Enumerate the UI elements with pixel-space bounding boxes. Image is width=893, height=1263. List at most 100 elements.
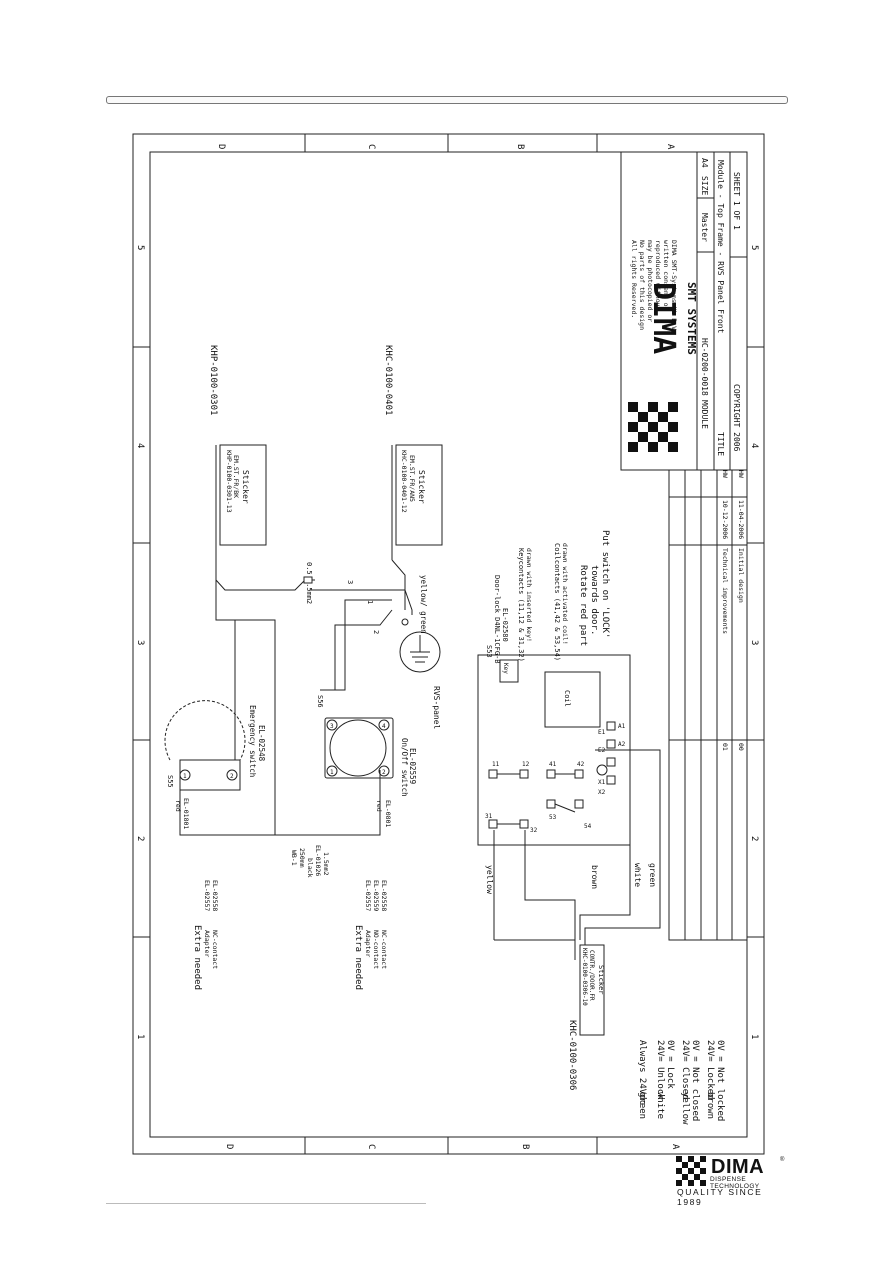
header-rule [106,96,788,104]
extra-top-item-1-code: EL-02557 [203,880,211,911]
s53-coil: Coil [563,690,571,707]
ground-wire: yellow/ green [419,575,428,634]
rights-line-3: may be photocopied or [646,240,654,322]
zone-top-a: A [665,144,675,150]
rev-0-num: 00 [737,743,745,751]
s55-name: Emergency switch [248,705,257,777]
rights-line-2: No parts of this design [638,240,646,330]
zone-right-4: 4 [749,443,759,448]
s53-term-41: 41 [549,761,557,768]
s53-term-e1: E1 [598,729,606,736]
s53-term-31: 31 [485,813,493,820]
cable-num-1: 1 [366,600,374,604]
wire-label-yellow: yellow [485,865,494,894]
s53-code: EL-02580 [501,608,509,642]
s53-term-42: 42 [577,761,585,768]
cable-num-2: 2 [372,630,380,634]
module-value: HC-0200-0018 [700,338,709,396]
s56-lamp-code: EL-0801 [384,800,392,827]
footer-quality: QUALITY SINCE 1989 [677,1187,763,1207]
wire-spec-3: black [306,858,314,878]
zone-top-d: D [216,144,226,149]
sticker-khc1-line3: Sticker [597,965,605,995]
s53-rotate-3: Put switch on 'LOCK' [600,530,610,638]
logo-sub: SMT SYSTEMS [685,282,698,355]
footer-sub: DISPENSE TECHNOLOGY [710,1176,760,1190]
rev-1-by: HW [721,470,729,478]
s53-name: Door-lock D4NL-1CFG-B [493,575,501,664]
s53-term-x1: X1 [598,779,606,786]
footer-rule [106,1203,426,1204]
s53-rotate-1: Rotate red part [578,565,588,646]
s53-term-32: 32 [530,827,538,834]
sheet-number: SHEET 1 OF 1 [732,172,741,230]
s55-term-1: 1 [183,773,187,780]
s55-lamp: red [174,800,182,812]
zone-left-2: 2 [135,836,145,841]
sticker-khc2-line3: Sticker [417,470,426,504]
extra-top-item-1-name: Adapter [203,930,211,957]
s56-name: On/Off switch [400,738,409,797]
wire-label-white: white [633,863,642,887]
extra-bottom-heading: Extra needed [353,925,363,990]
legend-yellow-line2: 0V = Not closed [690,1040,700,1121]
s53-keycontacts-note: drawn with inserted key! [525,548,533,642]
s56-term-1: 1 [330,769,334,776]
wire-label-brown: brown [590,865,599,889]
s56-code: EL-02559 [408,748,417,784]
zone-left-1: 1 [135,1034,145,1039]
s55-emergency-switch [164,700,246,791]
legend-white-line2: 0V = Lock [665,1040,675,1089]
sticker-khp-line1: KHP-0100-0301-13 [225,450,233,513]
wire-spec-5: 1.5mm2 [322,852,330,876]
rev-0-desc: Initial design [737,548,745,603]
s56-ref: S56 [316,695,324,708]
legend-yellow-color: yellow [680,1092,690,1125]
title-label: TITLE [716,432,725,456]
legend-white-line1: 24V= Unlock [655,1040,665,1100]
s53-term-e2: E2 [598,747,606,754]
zone-left-5: 5 [135,245,145,250]
size-value: A4 [700,158,709,168]
dima-logo-mark [628,402,678,452]
footer-logo: DIMA ® DISPENSE TECHNOLOGY QUALITY SINCE… [676,1156,788,1207]
zone-right-5: 5 [749,245,759,250]
legend-brown-color: brown [705,1092,715,1119]
s56-term-3: 3 [330,723,334,730]
s56-lamp: red [375,800,383,812]
rev-1-desc: Technical improvements [721,548,729,634]
rights-line-5: written consent of [662,240,670,311]
s53-term-x2: X2 [598,789,606,796]
zone-left-3: 3 [135,640,145,645]
legend-brown-line1: 24V= Locked [705,1040,715,1100]
extra-top-item-2-code: EL-02558 [211,880,219,911]
s53-door-lock [477,654,631,846]
wire-spec-1: WB-1 [290,850,298,866]
wire-spec-4: EL-01026 [314,845,322,876]
size-label: SIZE [700,176,709,195]
module-label: MODULE [700,400,709,429]
sticker-khc2-line2: EM.ST.FR/AN5 [408,455,416,502]
s53-coilcontacts-note: drawn with activated coil! [561,543,569,645]
extra-bottom-item-3-code: EL-02558 [380,880,388,911]
extra-bottom-item-3-name: NC-contact [380,930,388,969]
sticker-khc2-box [395,444,443,546]
footer-registered-icon: ® [780,1157,785,1163]
sticker-khp-line3: Sticker [241,470,250,504]
zone-right-3: 3 [749,640,759,645]
s55-term-2: 2 [230,773,234,780]
sticker-khc1-line1: KHC-0100-0306-10 [581,948,588,1006]
rights-line-1: All rights Reserved. [630,240,638,318]
zone-bot-b: B [520,1144,530,1149]
cable-khc2: KHC-0100-0401 [383,345,393,415]
s56-term-4: 4 [382,723,386,730]
zone-top-b: B [515,144,525,149]
zone-right-1: 1 [749,1034,759,1039]
wire-spec-2: 250mm [298,848,306,868]
cable-num-3: 3 [346,580,354,584]
title-value: Module - Top Frame - RVS Panel Front [716,160,725,334]
wire-label-green: green [648,863,657,887]
master-label: Master [700,213,709,242]
copyright: COPYRIGHT 2006 [732,384,741,452]
legend-green-line1: Always 24Vdc [637,1040,647,1105]
